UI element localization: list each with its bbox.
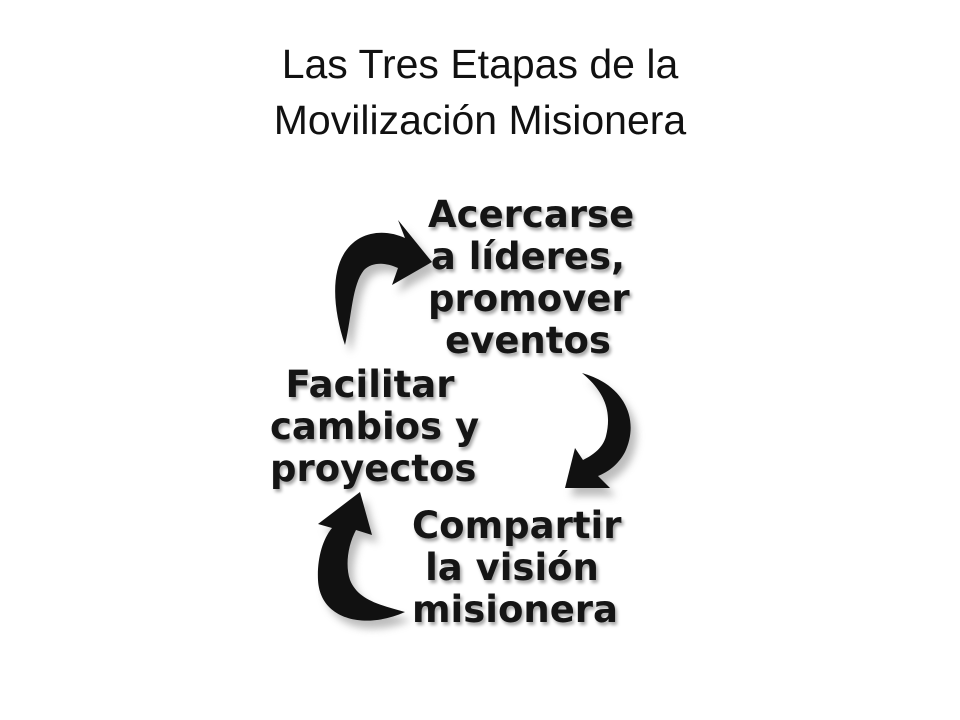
stage-line: Facilitar — [285, 363, 455, 406]
stage-line: a líderes, — [430, 235, 626, 278]
stage-line: la visión — [425, 546, 599, 589]
curved-arrow-icon — [335, 220, 438, 353]
stage-line: Compartir — [412, 504, 622, 547]
stage-line: proyectos — [270, 447, 477, 490]
stage-line: misionera — [412, 588, 619, 631]
curved-arrow-icon — [317, 492, 411, 629]
curved-arrow-icon — [565, 373, 637, 496]
stage-share-vision: Compartir la visión misionera — [412, 504, 622, 631]
title-line-2: Movilización Misionera — [273, 97, 687, 143]
stage-approach-leaders: Acercarse a líderes, promover eventos — [428, 193, 635, 362]
title-line-1: Las Tres Etapas de la — [281, 41, 679, 87]
stage-line: promover — [428, 277, 630, 320]
stage-facilitate-changes: Facilitar cambios y proyectos — [270, 363, 480, 490]
stage-line: cambios y — [270, 405, 480, 448]
stage-line: Acercarse — [428, 193, 635, 236]
slide-title: Las Tres Etapas de la Movilización Misio… — [0, 36, 960, 148]
stage-line: eventos — [445, 319, 611, 362]
